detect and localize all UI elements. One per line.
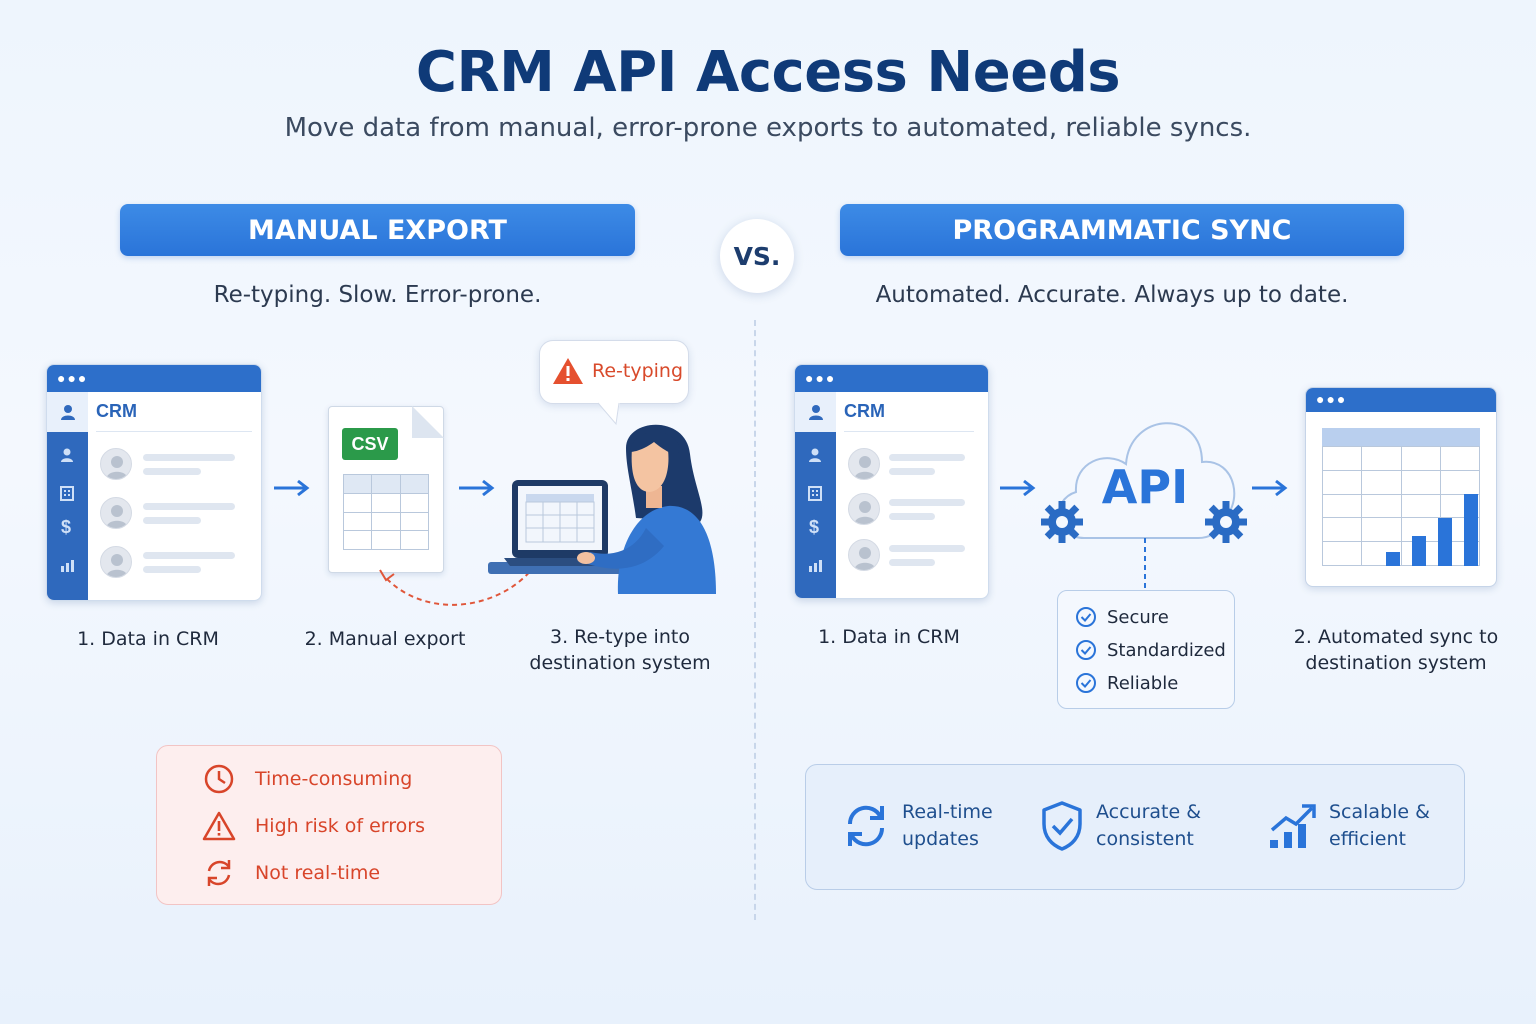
person-typing-illustration bbox=[488, 424, 716, 594]
avatar bbox=[100, 546, 132, 578]
programmatic-tagline: Automated. Accurate. Always up to date. bbox=[875, 282, 1349, 308]
api-qualities-panel bbox=[1057, 590, 1235, 709]
growth-bars-icon bbox=[1386, 494, 1478, 566]
retyping-label: Re-typing bbox=[592, 360, 684, 382]
crm-window-sync: ●●● CRM $ bbox=[794, 364, 989, 599]
dollar-icon: $ bbox=[61, 517, 72, 537]
arrow-right-icon bbox=[459, 479, 495, 497]
risk-errors: High risk of errors bbox=[255, 815, 425, 837]
contacts-icon bbox=[61, 448, 73, 462]
vs-badge: VS. bbox=[720, 219, 794, 293]
window-dots-icon: ●●● bbox=[1316, 391, 1348, 407]
check-circle-icon bbox=[1076, 673, 1096, 693]
risk-time-consuming: Time-consuming bbox=[255, 768, 413, 790]
building-icon bbox=[808, 486, 822, 501]
warning-icon bbox=[553, 358, 583, 384]
window-dots-icon: ●●● bbox=[805, 370, 837, 386]
manual-step-3: 3. Re-type into bbox=[550, 626, 690, 648]
avatar bbox=[848, 448, 880, 480]
quality-standardized: Standardized bbox=[1107, 640, 1226, 661]
crm-label: CRM bbox=[844, 401, 885, 421]
sync-step-2-cont: destination system bbox=[1305, 652, 1487, 674]
benefit-scalable: Scalable &efficient bbox=[1329, 801, 1430, 850]
bar-chart-icon bbox=[61, 560, 74, 572]
refresh-icon bbox=[207, 860, 231, 886]
quality-reliable: Reliable bbox=[1107, 673, 1179, 694]
benefits-panel bbox=[805, 764, 1465, 890]
page-fold-icon bbox=[412, 406, 444, 438]
warning-icon bbox=[202, 811, 236, 841]
manual-step-2: 2. Manual export bbox=[304, 628, 466, 650]
api-label: API bbox=[1101, 460, 1189, 514]
benefit-accurate: Accurate &consistent bbox=[1096, 801, 1202, 850]
arrow-right-icon bbox=[1000, 479, 1036, 497]
programmatic-sync-heading: PROGRAMMATIC SYNC bbox=[840, 204, 1404, 256]
sync-icon bbox=[847, 805, 885, 847]
avatar bbox=[100, 497, 132, 529]
dollar-icon: $ bbox=[809, 517, 820, 537]
shield-check-icon bbox=[1042, 801, 1082, 851]
user-icon bbox=[61, 405, 75, 420]
destination-system-window: ●●● bbox=[1305, 387, 1497, 587]
manual-step-3-cont: destination system bbox=[529, 652, 711, 674]
manual-step-1: 1. Data in CRM bbox=[77, 628, 219, 650]
growth-chart-icon bbox=[1270, 804, 1316, 848]
crm-label: CRM bbox=[96, 401, 137, 421]
api-cloud-icon bbox=[1041, 422, 1247, 590]
retype-loop-arrow bbox=[379, 557, 541, 606]
avatar bbox=[848, 539, 880, 571]
page-title: CRM API Access Needs bbox=[415, 40, 1121, 105]
quality-secure: Secure bbox=[1107, 607, 1169, 628]
window-dots-icon: ●●● bbox=[57, 370, 89, 386]
risk-not-realtime: Not real-time bbox=[255, 862, 381, 884]
bubble-tail bbox=[598, 402, 620, 426]
arrow-right-icon bbox=[1252, 479, 1288, 497]
csv-label: CSV bbox=[342, 428, 398, 460]
check-circle-icon bbox=[1076, 607, 1096, 627]
avatar bbox=[100, 448, 132, 480]
bar-chart-icon bbox=[809, 560, 822, 572]
arrow-right-icon bbox=[274, 479, 310, 497]
user-icon bbox=[809, 405, 823, 420]
avatar bbox=[848, 493, 880, 525]
check-circle-icon bbox=[1076, 640, 1096, 660]
clock-icon bbox=[204, 764, 234, 794]
csv-table bbox=[342, 474, 430, 550]
page-subtitle: Move data from manual, error-prone expor… bbox=[284, 113, 1252, 143]
contacts-icon bbox=[809, 448, 821, 462]
building-icon bbox=[60, 486, 74, 501]
manual-tagline: Re-typing. Slow. Error-prone. bbox=[213, 282, 542, 308]
manual-export-heading: MANUAL EXPORT bbox=[120, 204, 635, 256]
sync-step-2: 2. Automated sync to bbox=[1293, 626, 1499, 648]
sync-step-1: 1. Data in CRM bbox=[818, 626, 960, 648]
crm-window-manual: ●●● CRM $ bbox=[46, 364, 262, 601]
section-divider bbox=[754, 320, 756, 920]
